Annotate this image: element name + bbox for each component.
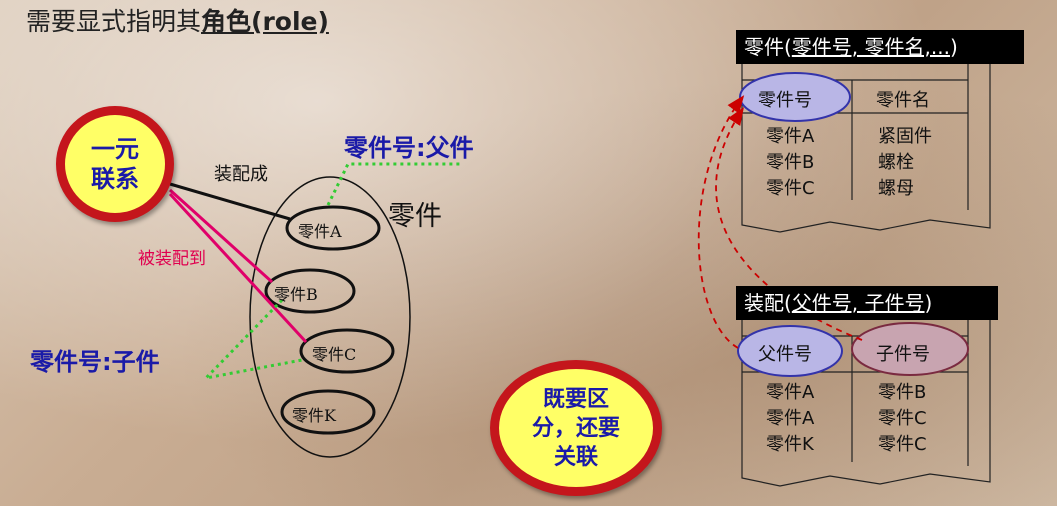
- parts-table-frame: [741, 60, 991, 233]
- title-strong: 角色(role): [201, 7, 329, 36]
- distinguish-badge: 既要区 分，还要 关联: [490, 360, 662, 496]
- badge-line: 分，还要: [531, 415, 620, 441]
- parts-cell: 零件C: [766, 178, 815, 199]
- instance-b: 零件B: [274, 285, 318, 304]
- assembly-cell: 零件A: [766, 382, 815, 403]
- entity-name-label: 零件: [388, 201, 442, 232]
- parts-cell: 螺栓: [878, 152, 914, 173]
- fk-arrow-parent: [697, 95, 745, 349]
- parts-header-key: 零件号: [758, 90, 812, 111]
- instance-k: 零件K: [292, 406, 336, 425]
- assembly-cell: 零件A: [766, 408, 815, 429]
- assembly-cell: 零件K: [766, 434, 814, 455]
- page-title: 需要显式指明其角色(role): [26, 2, 329, 38]
- unary-relationship-badge: 一元 联系: [56, 106, 174, 222]
- assembly-cell: 零件B: [878, 382, 927, 403]
- assembly-header-child: 子件号: [876, 344, 930, 365]
- instance-k-ellipse: [280, 389, 376, 435]
- child-role-label: 零件号:子件: [30, 348, 160, 376]
- assembly-table-title: 装配(父件号, 子件号): [736, 286, 998, 320]
- parent-role-label: 零件号:父件: [344, 134, 474, 162]
- badge-line: 关联: [553, 444, 598, 470]
- badge-line: 一元: [91, 135, 139, 163]
- instance-a: 零件A: [298, 222, 342, 241]
- instance-c-ellipse: [299, 328, 395, 374]
- assembly-table-frame: [741, 320, 991, 487]
- parts-table-title: 零件(零件号, 零件名,...): [736, 30, 1024, 64]
- instance-a-ellipse: [285, 205, 381, 251]
- parts-cell: 零件A: [766, 126, 815, 147]
- assembled-into-label: 装配成: [214, 164, 268, 185]
- assembly-header-parent: 父件号: [758, 344, 812, 365]
- assembled-to-label: 被装配到: [138, 249, 206, 269]
- parts-cell: 螺母: [878, 178, 914, 199]
- parts-cell: 紧固件: [878, 126, 932, 147]
- entity-set-ellipse: [249, 176, 411, 458]
- parts-cell: 零件B: [766, 152, 815, 173]
- instance-b-ellipse: [264, 268, 356, 314]
- assembly-cell: 零件C: [878, 408, 927, 429]
- assemble-line-c: [168, 192, 308, 344]
- badge-line: 既要区: [542, 386, 609, 412]
- child-role-link: [201, 298, 303, 381]
- instance-c: 零件C: [312, 345, 357, 364]
- parent-role-link: [326, 162, 460, 206]
- assemble-line-b: [168, 188, 274, 284]
- parts-header-name: 零件名: [876, 90, 930, 111]
- parent-key-ellipse: [737, 325, 843, 377]
- badge-line: 联系: [91, 165, 139, 193]
- assembly-cell: 零件C: [878, 434, 927, 455]
- title-prefix: 需要显式指明其: [26, 7, 202, 36]
- fk-arrow-child: [715, 106, 863, 341]
- assemble-line-a: [169, 182, 291, 221]
- child-key-ellipse: [851, 322, 969, 376]
